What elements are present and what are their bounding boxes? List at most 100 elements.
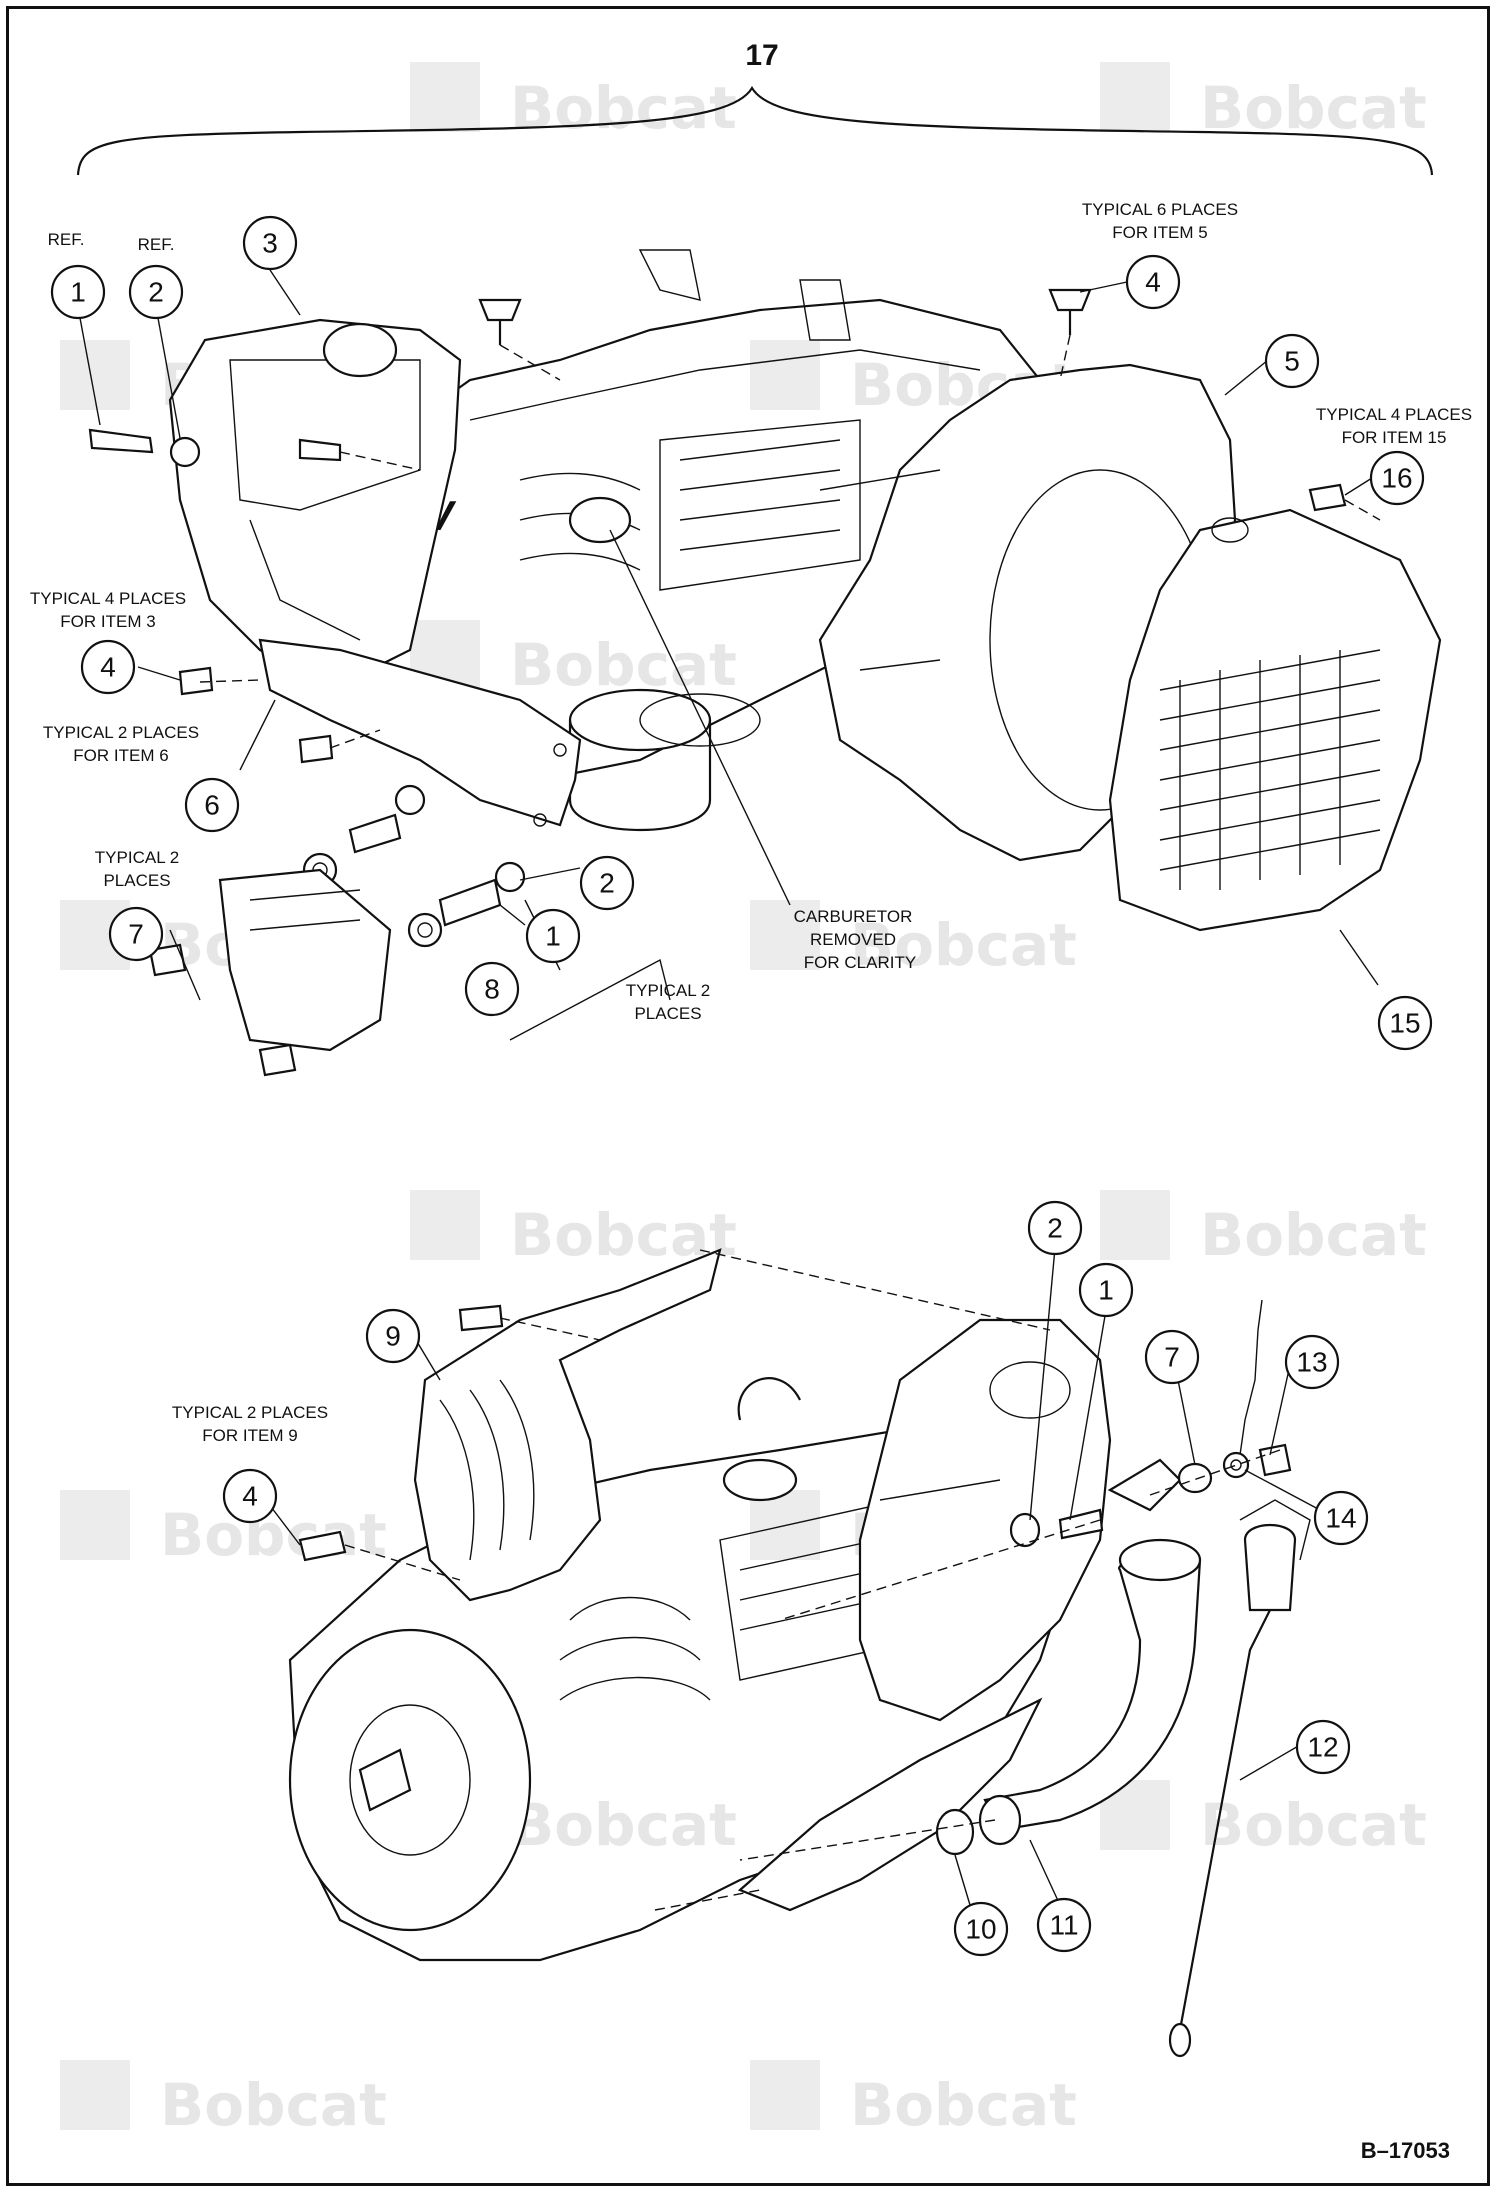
watermark: Bobcat <box>1100 1780 1427 1859</box>
callout-2-ref: 2 <box>128 264 184 320</box>
upper-notes: REF. REF. TYPICAL 6 PLACES FOR ITEM 5 TY… <box>30 200 1472 1023</box>
svg-text:Bobcat: Bobcat <box>160 2071 387 2139</box>
callout-10: 10 <box>953 1901 1009 1957</box>
svg-text:12: 12 <box>1307 1732 1338 1763</box>
svg-text:Bobcat: Bobcat <box>510 631 737 699</box>
left-shroud-item-3 <box>168 318 462 692</box>
svg-text:6: 6 <box>204 790 220 821</box>
callout-1-bottom: 1 <box>1078 1262 1134 1318</box>
lower-assembly-lines <box>344 1249 1281 1911</box>
upper-assembly-lines <box>199 334 1381 749</box>
note-typ2b-2: PLACES <box>634 1004 701 1023</box>
svg-text:9: 9 <box>385 1321 401 1352</box>
lower-engine-illustration <box>288 1377 1082 1962</box>
note-typ2-9-2: FOR ITEM 9 <box>202 1426 297 1445</box>
callout-15: 15 <box>1377 995 1433 1051</box>
cylinder-shroud-item-9 <box>413 1248 722 1602</box>
svg-text:3: 3 <box>262 228 278 259</box>
head-shroud <box>858 1318 1112 1722</box>
svg-text:7: 7 <box>1164 1342 1180 1373</box>
o-ring-item-10 <box>935 1808 975 1856</box>
bolt-ref-1 <box>88 428 154 454</box>
svg-text:4: 4 <box>100 652 116 683</box>
callout-4-lower: 4 <box>222 1468 278 1524</box>
lower-notes: TYPICAL 2 PLACES FOR ITEM 9 <box>172 1403 328 1445</box>
figure-code: B–17053 <box>1361 2138 1450 2163</box>
svg-text:14: 14 <box>1325 1503 1356 1534</box>
callout-16: 16 <box>1369 450 1425 506</box>
lower-baffle <box>737 1697 1043 1912</box>
note-typ2-9-1: TYPICAL 2 PLACES <box>172 1403 328 1422</box>
svg-text:Bobcat: Bobcat <box>1200 1201 1427 1269</box>
svg-text:5: 5 <box>1284 346 1300 377</box>
note-carb-2: REMOVED <box>810 930 896 949</box>
callout-3: 3 <box>242 215 298 271</box>
note-carb-1: CARBURETOR <box>794 907 913 926</box>
svg-text:Bobcat: Bobcat <box>1200 1791 1427 1859</box>
ground-hardware <box>298 1299 1292 1562</box>
note-typ4-15-1: TYPICAL 4 PLACES <box>1316 405 1472 424</box>
callout-9: 9 <box>365 1308 421 1364</box>
dipstick-item-12 <box>1168 1499 1311 2058</box>
watermark: Bobcat <box>410 62 737 142</box>
watermark: Bobcat <box>60 1490 387 1569</box>
note-typ4-3-2: FOR ITEM 3 <box>60 612 155 631</box>
note-typ6-2: FOR ITEM 5 <box>1112 223 1207 242</box>
svg-text:Bobcat: Bobcat <box>160 1501 387 1569</box>
upper-callouts: 1 2 3 4 5 16 4 6 7 8 1 2 15 <box>50 215 1433 1051</box>
svg-text:1: 1 <box>1098 1275 1114 1306</box>
watermark: Bobcat <box>750 2060 1077 2139</box>
callout-2-lower: 2 <box>579 855 635 911</box>
svg-text:1: 1 <box>70 277 86 308</box>
washer-ref-2 <box>169 436 201 468</box>
watermark: Bobcat <box>60 2060 387 2139</box>
rotating-screen-item-15 <box>1108 508 1442 932</box>
callout-12: 12 <box>1295 1719 1351 1775</box>
note-typ2-6-2: FOR ITEM 6 <box>73 746 168 765</box>
baffle-item-6 <box>258 638 582 827</box>
watermark: Bobcat <box>1100 62 1427 142</box>
svg-text:Bobcat: Bobcat <box>510 1791 737 1859</box>
watermark: Bobcat <box>750 900 1077 979</box>
callout-6: 6 <box>184 777 240 833</box>
note-typ2-2: PLACES <box>103 871 170 890</box>
screen-grille <box>1159 649 1381 890</box>
callout-5: 5 <box>1264 333 1320 389</box>
assembly-number: 17 <box>745 39 778 72</box>
svg-text:16: 16 <box>1381 463 1412 494</box>
note-typ4-3-1: TYPICAL 4 PLACES <box>30 589 186 608</box>
callout-1-lower: 1 <box>525 908 581 964</box>
svg-text:13: 13 <box>1296 1347 1327 1378</box>
note-carb-3: FOR CLARITY <box>804 953 916 972</box>
assembly-brace: 17 <box>76 39 1434 176</box>
svg-text:2: 2 <box>599 868 615 899</box>
svg-text:10: 10 <box>965 1914 996 1945</box>
note-typ4-15-2: FOR ITEM 15 <box>1342 428 1447 447</box>
callout-1-ref: 1 <box>50 264 106 320</box>
note-ref-2: REF. <box>138 235 175 254</box>
callout-4-left: 4 <box>80 639 136 695</box>
svg-text:Bobcat: Bobcat <box>850 911 1077 979</box>
callout-11: 11 <box>1036 1897 1092 1953</box>
note-typ2b-1: TYPICAL 2 <box>626 981 710 1000</box>
svg-text:Bobcat: Bobcat <box>1200 74 1427 142</box>
callout-14: 14 <box>1313 1490 1369 1546</box>
svg-text:7: 7 <box>128 919 144 950</box>
callout-2-bottom: 2 <box>1027 1200 1083 1256</box>
svg-text:Bobcat: Bobcat <box>850 2071 1077 2139</box>
note-typ2-1: TYPICAL 2 <box>95 848 179 867</box>
svg-text:Bobcat: Bobcat <box>510 74 737 142</box>
svg-text:2: 2 <box>148 277 164 308</box>
svg-text:11: 11 <box>1049 1910 1078 1941</box>
oil-fill-tube-item-11 <box>978 1458 1202 1846</box>
callout-4-top: 4 <box>1125 254 1181 310</box>
lower-callouts: 9 4 2 1 7 13 14 12 10 11 <box>222 1200 1369 1957</box>
svg-text:2: 2 <box>1047 1213 1063 1244</box>
svg-text:4: 4 <box>1145 267 1161 298</box>
svg-text:8: 8 <box>484 974 500 1005</box>
watermark: Bobcat <box>410 1190 737 1269</box>
svg-text:4: 4 <box>242 1481 258 1512</box>
svg-text:1: 1 <box>545 921 561 952</box>
note-typ6-1: TYPICAL 6 PLACES <box>1082 200 1238 219</box>
regulator-item-7 <box>148 868 392 1077</box>
